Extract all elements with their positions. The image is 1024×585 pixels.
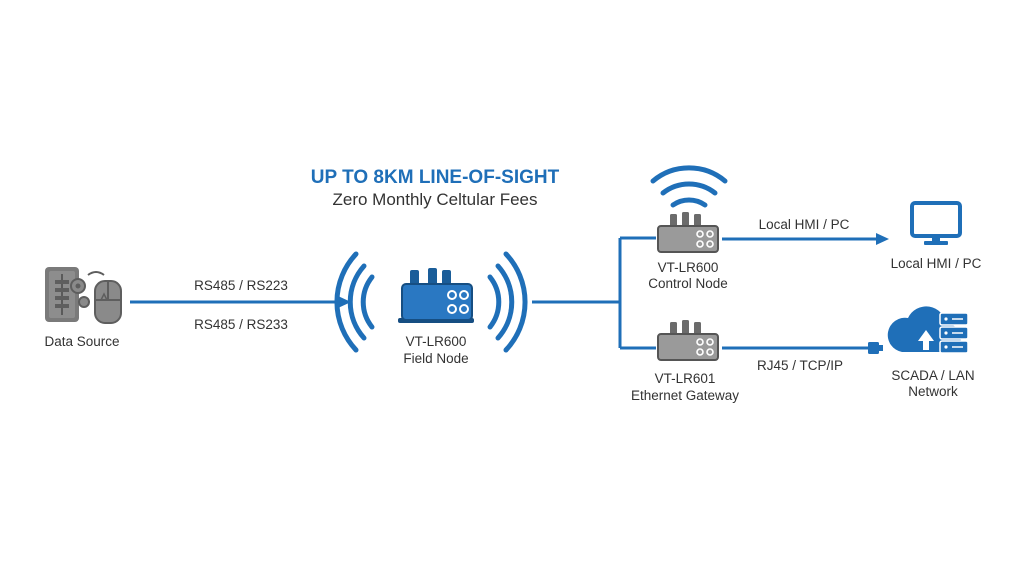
headline-title: UP TO 8KM LINE-OF-SIGHT: [311, 167, 560, 188]
field-node-model: VT-LR600: [406, 334, 467, 349]
scada-label-line2: Network: [908, 384, 958, 399]
control-node-device-icon: [657, 212, 719, 253]
field-node-signal-left-icon: [334, 251, 375, 353]
lan-link-label: RJ45 / TCP/IP: [757, 358, 843, 373]
hmi-link-arrow: [876, 233, 889, 245]
field-node-role: Field Node: [403, 351, 468, 366]
control-node-role: Control Node: [648, 276, 728, 291]
hmi-link-label: Local HMI / PC: [759, 217, 850, 232]
ethernet-gateway-device-icon: [657, 320, 719, 361]
control-node-wifi-icon: [650, 165, 728, 208]
hmi-label: Local HMI / PC: [891, 256, 982, 271]
cloud-server-icon: [887, 306, 969, 354]
serial-link-arrow: [338, 296, 351, 308]
scada-label-line1: SCADA / LAN: [891, 368, 974, 383]
control-node-model: VT-LR600: [658, 260, 719, 275]
field-node-device-icon: [398, 268, 474, 323]
trunk-link-lines: [532, 236, 656, 350]
serial-link-label-bottom: RS485 / RS233: [194, 317, 288, 332]
rj45-connector-icon: [868, 342, 883, 354]
data-source-icon: [45, 267, 122, 324]
field-node-signal-right-icon: [487, 251, 528, 353]
ethernet-gateway-model: VT-LR601: [655, 371, 716, 386]
monitor-icon: [910, 201, 962, 245]
serial-link-label-top: RS485 / RS223: [194, 278, 288, 293]
ethernet-gateway-role: Ethernet Gateway: [631, 388, 739, 403]
headline-subtitle: Zero Monthly Celtular Fees: [332, 190, 537, 209]
data-source-label: Data Source: [44, 334, 119, 349]
